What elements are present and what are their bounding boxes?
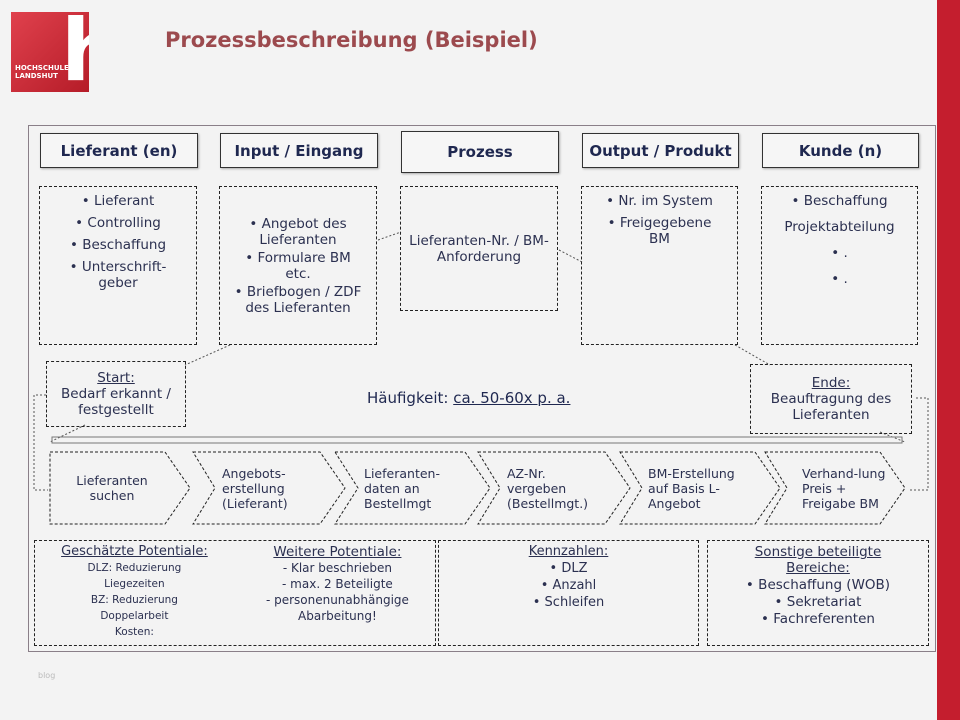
start-label: Start: — [97, 370, 135, 386]
further-title: Weitere Potentiale: — [273, 544, 402, 560]
list-item: • . — [831, 271, 848, 287]
accent-bar — [937, 0, 960, 720]
end-text: Beauftragung des Lieferanten — [770, 391, 892, 423]
diagram-frame — [28, 125, 936, 652]
frequency-label: Häufigkeit: — [367, 389, 449, 407]
step-5: BM-Erstellung auf Basis L-Angebot — [648, 465, 735, 511]
line: Doppelarbeit — [100, 610, 169, 622]
footer-text: blog — [38, 671, 56, 680]
header-supplier: Lieferant (en) — [40, 133, 198, 168]
others-title: Sonstige beteiligte Bereiche: — [754, 544, 882, 576]
line: - max. 2 Beteiligte — [282, 577, 393, 591]
step-2: Angebots-erstellung (Lieferant) — [222, 465, 288, 511]
input-list: • Angebot des Lieferanten• Formulare BM … — [219, 186, 377, 345]
logo: hHOCHSCHULELANDSHUT — [11, 12, 89, 92]
line: Liegezeiten — [104, 578, 165, 590]
step-1: Lieferanten suchen — [76, 473, 148, 503]
list-item: • Nr. im System — [606, 193, 713, 209]
line: • Schleifen — [532, 595, 605, 610]
step-4: AZ-Nr. vergeben (Bestellmgt.) — [507, 465, 589, 511]
line: • Fachreferenten — [761, 611, 875, 627]
header-input: Input / Eingang — [220, 133, 378, 168]
kpis-box: Kennzahlen: • DLZ • Anzahl • Schleifen — [438, 540, 699, 646]
list-item: • Beschaffung — [69, 237, 167, 253]
line: • Beschaffung (WOB) — [745, 577, 891, 593]
line: - Klar beschrieben — [282, 561, 392, 575]
header-process: Prozess — [401, 131, 559, 173]
output-list: • Nr. im System • Freigegebene BM — [581, 186, 738, 345]
list-item: • . — [831, 245, 848, 261]
step-3: Lieferanten-daten an Bestellmgt — [364, 465, 440, 511]
others-box: Sonstige beteiligte Bereiche: • Beschaff… — [707, 540, 929, 646]
header-customer: Kunde (n) — [762, 133, 919, 168]
frequency-value: ca. 50-60x p. a. — [453, 389, 571, 407]
end-box: Ende:Beauftragung des Lieferanten — [750, 364, 912, 434]
page-title: Prozessbeschreibung (Beispiel) — [165, 28, 538, 52]
line: Abarbeitung! — [298, 609, 377, 623]
list-item: • Beschaffung — [791, 193, 888, 209]
line: • Sekretariat — [774, 594, 862, 610]
line: - personenunabhängige — [265, 593, 409, 607]
step-6: Verhand-lung Preis + Freigabe BM — [802, 465, 886, 511]
list-item: • Formulare BM etc. — [245, 249, 351, 282]
list-item: • Angebot des Lieferanten — [249, 215, 347, 248]
line: • DLZ — [549, 561, 588, 576]
line: Kosten: — [114, 626, 154, 638]
further-potentials: Weitere Potentiale: - Klar beschrieben - … — [266, 544, 409, 624]
start-box: Start:Bedarf erkannt / festgestellt — [46, 361, 186, 427]
line: • Anzahl — [540, 578, 597, 593]
end-label: Ende: — [811, 375, 851, 391]
supplier-list: • Lieferant • Controlling • Beschaffung • U… — [39, 186, 197, 345]
kpis-title: Kennzahlen: — [528, 544, 609, 559]
list-item: • Briefbogen / ZDF des Lieferanten — [234, 283, 362, 316]
frequency: Häufigkeit: ca. 50-60x p. a. — [367, 389, 570, 407]
line: BZ: Reduzierung — [90, 594, 178, 606]
list-item: • Lieferant — [81, 193, 155, 209]
line: DLZ: Reduzierung — [87, 562, 182, 574]
list-item: • Freigegebene BM — [607, 215, 712, 247]
list-item: Projektabteilung — [784, 219, 895, 235]
header-output: Output / Produkt — [582, 133, 739, 168]
estimated-title: Geschätzte Potentiale: — [61, 544, 208, 559]
list-item: • Unterschrift-geber — [69, 259, 167, 291]
process-box: Lieferanten-Nr. / BM-Anforderung — [400, 186, 558, 311]
start-text: Bedarf erkannt / festgestellt — [61, 386, 171, 418]
list-item: Lieferanten-Nr. / BM-Anforderung — [409, 232, 549, 265]
list-item: • Controlling — [75, 215, 161, 231]
